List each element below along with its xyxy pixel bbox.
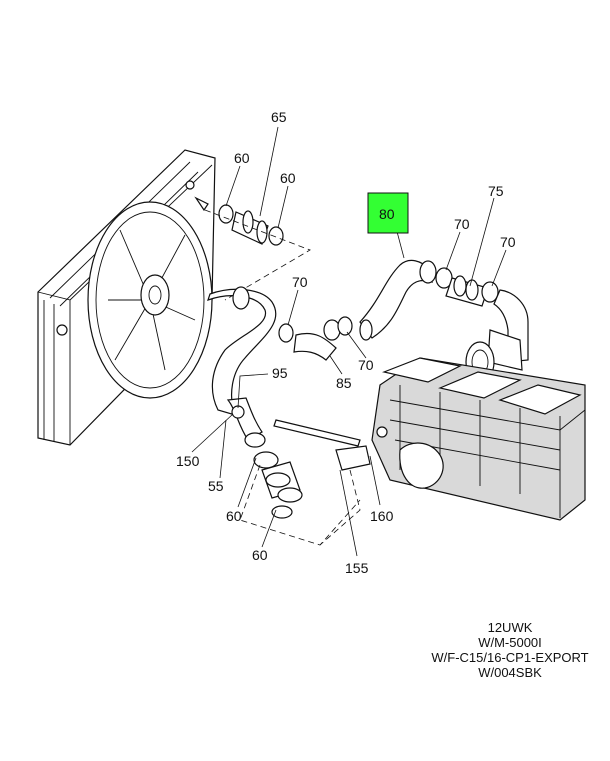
callout-60-lower-left[interactable]: 60 — [226, 508, 242, 524]
fan — [87, 201, 213, 399]
callout-70-upper[interactable]: 70 — [454, 216, 470, 232]
hose-85 — [278, 316, 353, 361]
callout-75[interactable]: 75 — [488, 183, 504, 199]
hose-55 — [207, 286, 277, 448]
highlight-box-80 — [367, 192, 409, 234]
lower-coupler — [239, 451, 361, 546]
callout-60-upper-left[interactable]: 60 — [234, 150, 250, 166]
diagram-notes: 12UWK W/M-5000I W/F-C15/16-CP1-EXPORT W/… — [250, 620, 610, 680]
note-line-2: W/M-5000I — [478, 635, 542, 650]
callout-70-lower[interactable]: 70 — [358, 357, 374, 373]
callout-85[interactable]: 85 — [336, 375, 352, 391]
callout-labels: 65 60 60 80 75 70 70 70 70 85 95 150 55 … — [176, 109, 516, 576]
hose-65 — [194, 196, 311, 301]
callout-155[interactable]: 155 — [345, 560, 369, 576]
bracket — [273, 419, 371, 546]
engine-block — [371, 357, 586, 521]
note-line-1: 12UWK — [487, 620, 533, 635]
callout-80[interactable]: 80 — [379, 206, 395, 222]
note-line-4: W/004SBK — [478, 665, 542, 680]
callout-60-bottom[interactable]: 60 — [252, 547, 268, 563]
note-line-3: W/F-C15/16-CP1-EXPORT — [431, 650, 589, 665]
leader-lines — [191, 126, 507, 557]
callout-70-right[interactable]: 70 — [500, 234, 516, 250]
callout-60-upper-right[interactable]: 60 — [280, 170, 296, 186]
callout-55[interactable]: 55 — [208, 478, 224, 494]
callout-160[interactable]: 160 — [370, 508, 394, 524]
callout-95[interactable]: 95 — [272, 365, 288, 381]
hose-80 — [359, 259, 453, 341]
callout-70-middle[interactable]: 70 — [292, 274, 308, 290]
callout-150[interactable]: 150 — [176, 453, 200, 469]
callout-65[interactable]: 65 — [271, 109, 287, 125]
